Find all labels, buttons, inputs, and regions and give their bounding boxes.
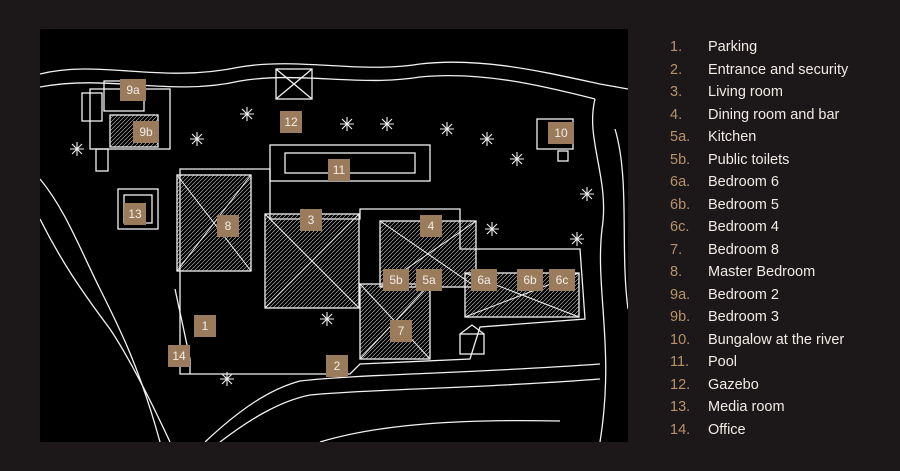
legend-item: 9b. Bedroom 3 <box>670 306 848 329</box>
legend-item: 5a. Kitchen <box>670 126 848 149</box>
legend-item: 2. Entrance and security <box>670 59 848 82</box>
legend-label: Bungalow at the river <box>708 331 845 348</box>
marker-3[interactable]: 3 <box>300 209 322 231</box>
marker-1[interactable]: 1 <box>194 315 216 337</box>
legend-label: Media room <box>708 399 785 415</box>
legend-item: 13. Media room <box>670 396 848 419</box>
legend-label: Pool <box>708 354 738 370</box>
legend-item: 12. Gazebo <box>670 374 848 397</box>
legend-label: Living room <box>708 84 783 100</box>
legend-number: 9a. <box>670 286 691 303</box>
legend-label: Bedroom 4 <box>708 219 779 235</box>
marker-2[interactable]: 2 <box>326 355 348 377</box>
legend-number: 7. <box>670 241 683 258</box>
legend-label: Office <box>708 421 746 438</box>
legend-number: 9b. <box>670 309 691 325</box>
legend-number: 5b. <box>670 151 691 168</box>
legend-item: 11. Pool <box>670 351 848 374</box>
legend-label: Bedroom 6 <box>708 174 779 190</box>
legend-item: 3. Living room <box>670 81 848 104</box>
marker-9a[interactable]: 9a <box>120 79 146 101</box>
map-legend: 1. Parking 2. Entrance and security 3. Livi… <box>670 36 848 441</box>
legend-label: Bedroom 3 <box>708 309 779 325</box>
legend-number: 2. <box>670 61 683 78</box>
legend-number: 12. <box>670 376 691 393</box>
legend-number: 1. <box>670 39 683 55</box>
marker-14[interactable]: 14 <box>168 345 190 367</box>
legend-item: 4. Dining room and bar <box>670 104 848 127</box>
legend-number: 10. <box>670 331 691 348</box>
legend-label: Parking <box>708 39 758 55</box>
legend-number: 3. <box>670 84 683 100</box>
marker-13[interactable]: 13 <box>124 203 146 225</box>
legend-label: Kitchen <box>708 129 757 145</box>
legend-item: 10. Bungalow at the river <box>670 329 848 352</box>
legend-number: 6a. <box>670 174 691 190</box>
marker-5b[interactable]: 5b <box>383 269 409 291</box>
marker-6b[interactable]: 6b <box>517 269 543 291</box>
legend-label: Gazebo <box>708 376 759 393</box>
legend-item: 14. Office <box>670 419 848 442</box>
legend-label: Bedroom 5 <box>708 196 779 213</box>
marker-4[interactable]: 4 <box>420 215 442 237</box>
legend-number: 14. <box>670 421 691 438</box>
legend-number: 5a. <box>670 129 691 145</box>
marker-11[interactable]: 11 <box>328 159 350 181</box>
legend-item: 9a. Bedroom 2 <box>670 284 848 307</box>
marker-5a[interactable]: 5a <box>416 269 442 291</box>
legend-number: 6c. <box>670 219 690 235</box>
marker-6c[interactable]: 6c <box>549 269 575 291</box>
legend-item: 6b. Bedroom 5 <box>670 194 848 217</box>
legend-item: 6a. Bedroom 6 <box>670 171 848 194</box>
legend-label: Bedroom 2 <box>708 286 779 303</box>
legend-number: 6b. <box>670 196 691 213</box>
legend-number: 8. <box>670 264 683 280</box>
marker-9b[interactable]: 9b <box>133 121 159 143</box>
legend-number: 4. <box>670 106 683 123</box>
site-plan-drawing <box>40 61 628 442</box>
legend-label: Master Bedroom <box>708 264 816 280</box>
marker-8[interactable]: 8 <box>217 215 239 237</box>
legend-label: Dining room and bar <box>708 106 840 123</box>
legend-label: Public toilets <box>708 151 790 168</box>
marker-10[interactable]: 10 <box>548 122 574 144</box>
legend-number: 13. <box>670 399 691 415</box>
legend-item: 5b. Public toilets <box>670 149 848 172</box>
marker-12[interactable]: 12 <box>280 111 302 133</box>
legend-label: Entrance and security <box>708 61 849 78</box>
legend-item: 7. Bedroom 8 <box>670 239 848 262</box>
marker-7[interactable]: 7 <box>390 320 412 342</box>
legend-item: 6c. Bedroom 4 <box>670 216 848 239</box>
site-plan-map: 1 2 3 4 5a 5b 6a 6b 6c 7 8 9a 9b 10 11 1… <box>40 29 628 442</box>
legend-item: 1. Parking <box>670 36 848 59</box>
legend-label: Bedroom 8 <box>708 241 779 258</box>
legend-number: 11. <box>670 354 690 370</box>
legend-item: 8. Master Bedroom <box>670 261 848 284</box>
marker-6a[interactable]: 6a <box>471 269 497 291</box>
